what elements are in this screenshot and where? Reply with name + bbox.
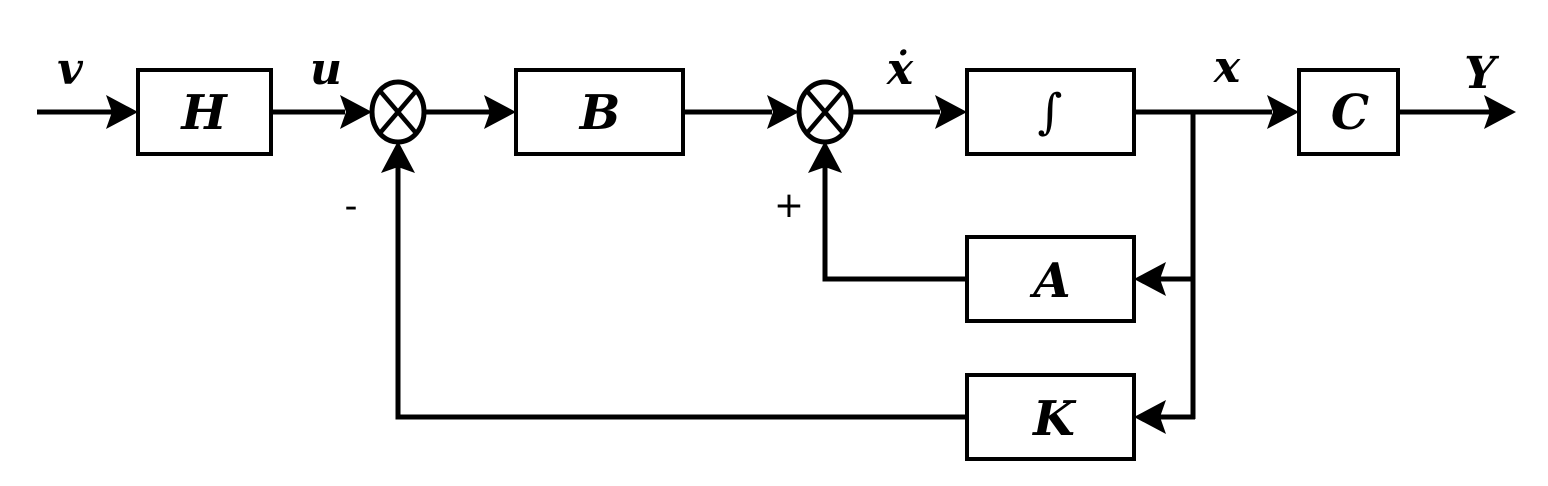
arrowhead-into-sum1 [340,95,372,129]
block-a-label: A [1029,253,1070,309]
arrowhead-into-sum2 [767,95,799,129]
block-k-label: K [1031,391,1077,447]
wire-a-to-sum2 [822,166,967,282]
block-b-label: B [578,85,621,141]
block-h-label: H [179,85,228,141]
arrowhead-into-c [1267,95,1299,129]
arrowhead-into-b [484,95,516,129]
signal-label-u: u [310,44,342,95]
wire-k-to-sum1 [395,166,967,420]
signal-label-v: v [57,44,83,95]
arrowhead-k-into-sum1 [381,141,415,173]
signal-label-y: Y [1464,48,1499,99]
signal-label-x: x [1213,42,1241,93]
summing-junction-1 [369,79,427,145]
signal-label-x-dot: ẋ [886,44,914,95]
block-k: K [965,373,1136,461]
arrowhead-a-into-sum2 [808,141,842,173]
block-integrator-label: ∫ [1037,84,1062,140]
block-h: H [136,68,273,156]
block-a: A [965,235,1136,323]
block-c-label: C [1331,85,1369,141]
sign-plus: + [774,185,804,226]
block-c: C [1297,68,1400,156]
block-integrator: ∫ [965,68,1136,156]
block-b: B [514,68,685,156]
arrowhead-into-integrator [935,95,967,129]
summing-junction-2 [796,79,854,145]
arrowhead-into-a [1134,262,1166,296]
arrowhead-into-h [106,95,138,129]
arrowhead-into-k [1134,400,1166,434]
sign-minus: - [345,186,358,227]
arrowhead-output-y [1484,95,1516,129]
